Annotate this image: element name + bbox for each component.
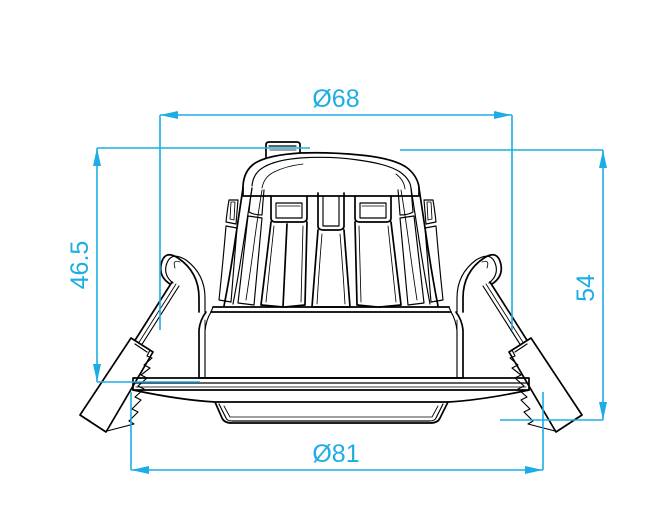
dimension-label-bottom-diameter: Ø81 bbox=[312, 440, 359, 468]
dimension-top-diameter: Ø68 bbox=[159, 85, 513, 330]
arrowhead-top-465 bbox=[93, 148, 101, 166]
dimension-left-height: 46.5 bbox=[66, 147, 310, 383]
lens-recess bbox=[132, 389, 530, 424]
arrowhead-right-81 bbox=[525, 466, 543, 474]
heatsink-top-cap bbox=[242, 151, 420, 197]
heatsink-fins bbox=[218, 187, 444, 308]
body-right-shoulder bbox=[400, 187, 439, 307]
dimension-label-top-diameter: Ø68 bbox=[312, 85, 359, 113]
dimension-bottom-diameter: Ø81 bbox=[130, 392, 544, 474]
arrowhead-right-68 bbox=[494, 111, 512, 119]
dimension-label-right-height: 54 bbox=[572, 274, 600, 302]
arrowhead-bottom-54 bbox=[599, 402, 607, 420]
dimension-right-height: 54 bbox=[400, 149, 607, 421]
arrowhead-top-54 bbox=[599, 150, 607, 168]
downlight-product-outline bbox=[79, 141, 583, 433]
body-base-ledge bbox=[210, 306, 452, 313]
spring-clip-right bbox=[456, 253, 583, 433]
spring-clip-left bbox=[79, 253, 206, 433]
arrowhead-left-68 bbox=[160, 111, 178, 119]
dimension-label-left-height: 46.5 bbox=[66, 241, 94, 290]
arrowhead-bottom-465 bbox=[93, 364, 101, 382]
arrowhead-left-81 bbox=[131, 466, 149, 474]
